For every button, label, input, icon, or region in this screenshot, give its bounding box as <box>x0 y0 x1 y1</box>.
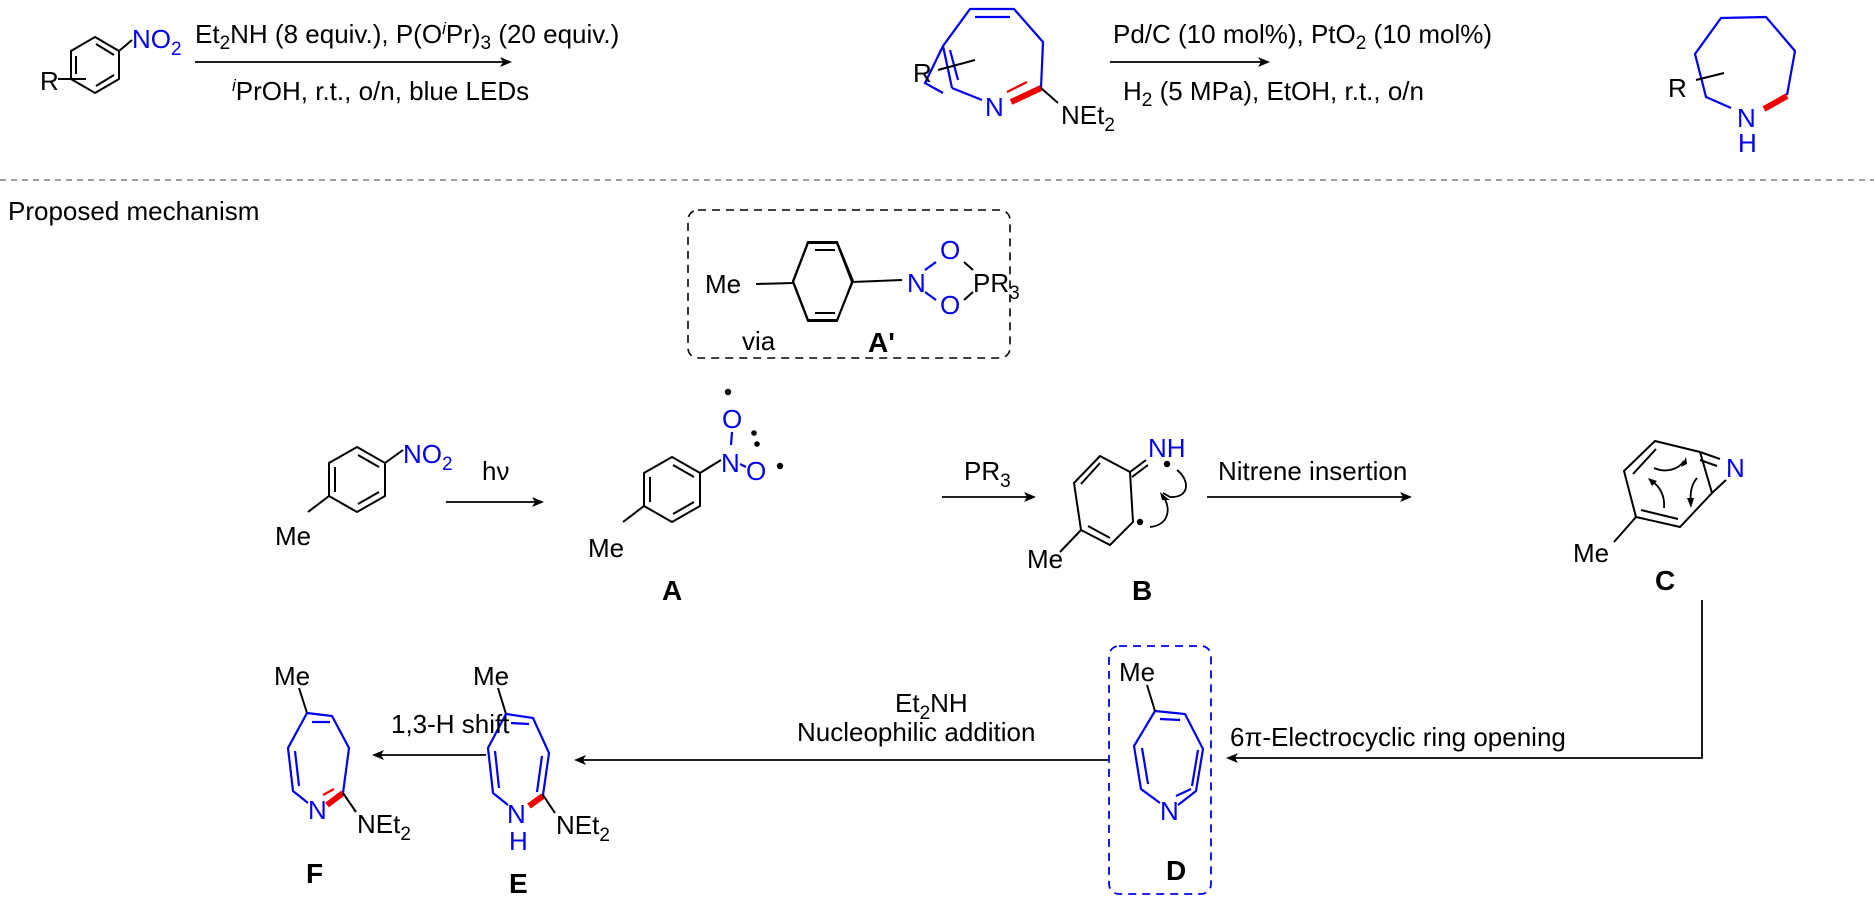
svg-text:Me: Me <box>1027 544 1063 574</box>
svg-text:N: N <box>907 268 926 298</box>
svg-text:PR3: PR3 <box>964 456 1011 492</box>
svg-text:Me: Me <box>275 521 311 551</box>
azepine-intermediate: R N NEt2 <box>913 7 1115 136</box>
step1-arrow <box>195 57 512 67</box>
svg-text:1,3-H shift: 1,3-H shift <box>391 709 510 739</box>
svg-text:N: N <box>1737 103 1756 133</box>
svg-text:O: O <box>722 404 742 434</box>
svg-text:O: O <box>940 235 960 265</box>
svg-text:Me: Me <box>705 269 741 299</box>
intermediate-a-prime: Me N O O PR3 via A' <box>705 235 1020 358</box>
intermediate-a: Me N O O A <box>588 388 784 606</box>
svg-text:Et2NH: Et2NH <box>895 688 968 724</box>
svg-text:Me: Me <box>274 661 310 691</box>
svg-text:D: D <box>1166 855 1186 886</box>
svg-text:NEt2: NEt2 <box>556 810 610 846</box>
intermediate-d: Me N D <box>1119 657 1205 886</box>
svg-text:Me: Me <box>1573 538 1609 568</box>
svg-text:N: N <box>1726 453 1745 483</box>
svg-text:PR3: PR3 <box>973 268 1020 304</box>
intermediate-b: Me NH B <box>1027 433 1187 606</box>
step2-conditions-below: H2 (5 MPa), EtOH, r.t., o/n <box>1123 76 1424 111</box>
intermediate-c: N Me C <box>1573 439 1745 596</box>
arrow-pr3: PR3 <box>942 456 1036 502</box>
svg-text:H: H <box>509 826 528 856</box>
svg-text:N: N <box>1160 796 1179 826</box>
intermediate-f: Me N NEt2 F <box>274 661 411 889</box>
arrow-hv: hν <box>446 456 544 507</box>
svg-text:Me: Me <box>473 661 509 691</box>
svg-text:E: E <box>509 868 528 899</box>
arrow-ring-opening: 6π-Electrocyclic ring opening <box>1226 600 1703 763</box>
azepane-product: R N H <box>1668 15 1797 158</box>
svg-text:Nucleophilic addition: Nucleophilic addition <box>797 717 1035 747</box>
svg-text:Me: Me <box>1119 657 1155 687</box>
svg-text:O: O <box>746 456 766 486</box>
svg-text:H: H <box>1738 128 1757 158</box>
via-text: via <box>742 326 776 356</box>
via-box <box>687 209 1011 359</box>
step1-conditions-below: iPrOH, r.t., o/n, blue LEDs <box>232 76 529 106</box>
p-nitrotoluene: Me NO2 <box>275 439 453 551</box>
svg-text:O: O <box>940 290 960 320</box>
step2-arrow <box>1110 57 1270 67</box>
label-a-prime: A' <box>868 327 895 358</box>
svg-text:NEt2: NEt2 <box>1061 100 1115 136</box>
svg-text:N: N <box>721 448 740 478</box>
svg-text:A: A <box>662 575 682 606</box>
svg-text:C: C <box>1655 565 1675 596</box>
svg-text:NH: NH <box>1148 433 1186 463</box>
svg-text:F: F <box>306 858 323 889</box>
intermediate-e: Me N H NEt2 E <box>473 661 610 899</box>
nitro-group: NO2 <box>132 24 182 60</box>
d-highlight-box <box>1108 645 1212 895</box>
arrow-nitrene-insertion: Nitrene insertion <box>1207 456 1412 502</box>
step1-conditions-above: Et2NH (8 equiv.), P(OiPr)3 (20 equiv.) <box>195 19 619 54</box>
svg-text:NO2: NO2 <box>403 439 453 475</box>
svg-text:R: R <box>1668 73 1687 103</box>
svg-text:NEt2: NEt2 <box>357 809 411 845</box>
arrow-h-shift: 1,3-H shift <box>372 709 510 760</box>
svg-text:N: N <box>308 795 327 825</box>
svg-text:N: N <box>507 799 526 829</box>
arrow-nucleophilic-addition: Et2NH Nucleophilic addition <box>574 688 1108 765</box>
start-nitroarene: R NO2 <box>40 24 182 96</box>
substituent-r: R <box>40 66 59 96</box>
svg-text:B: B <box>1132 575 1152 606</box>
svg-text:Nitrene insertion: Nitrene insertion <box>1218 456 1407 486</box>
svg-text:6π-Electrocyclic ring opening: 6π-Electrocyclic ring opening <box>1230 722 1566 752</box>
step2-conditions-above: Pd/C (10 mol%), PtO2 (10 mol%) <box>1113 19 1492 54</box>
svg-text:Me: Me <box>588 533 624 563</box>
svg-text:R: R <box>913 58 932 88</box>
svg-text:hν: hν <box>482 456 509 486</box>
mechanism-heading: Proposed mechanism <box>8 196 259 226</box>
svg-text:N: N <box>985 92 1004 122</box>
